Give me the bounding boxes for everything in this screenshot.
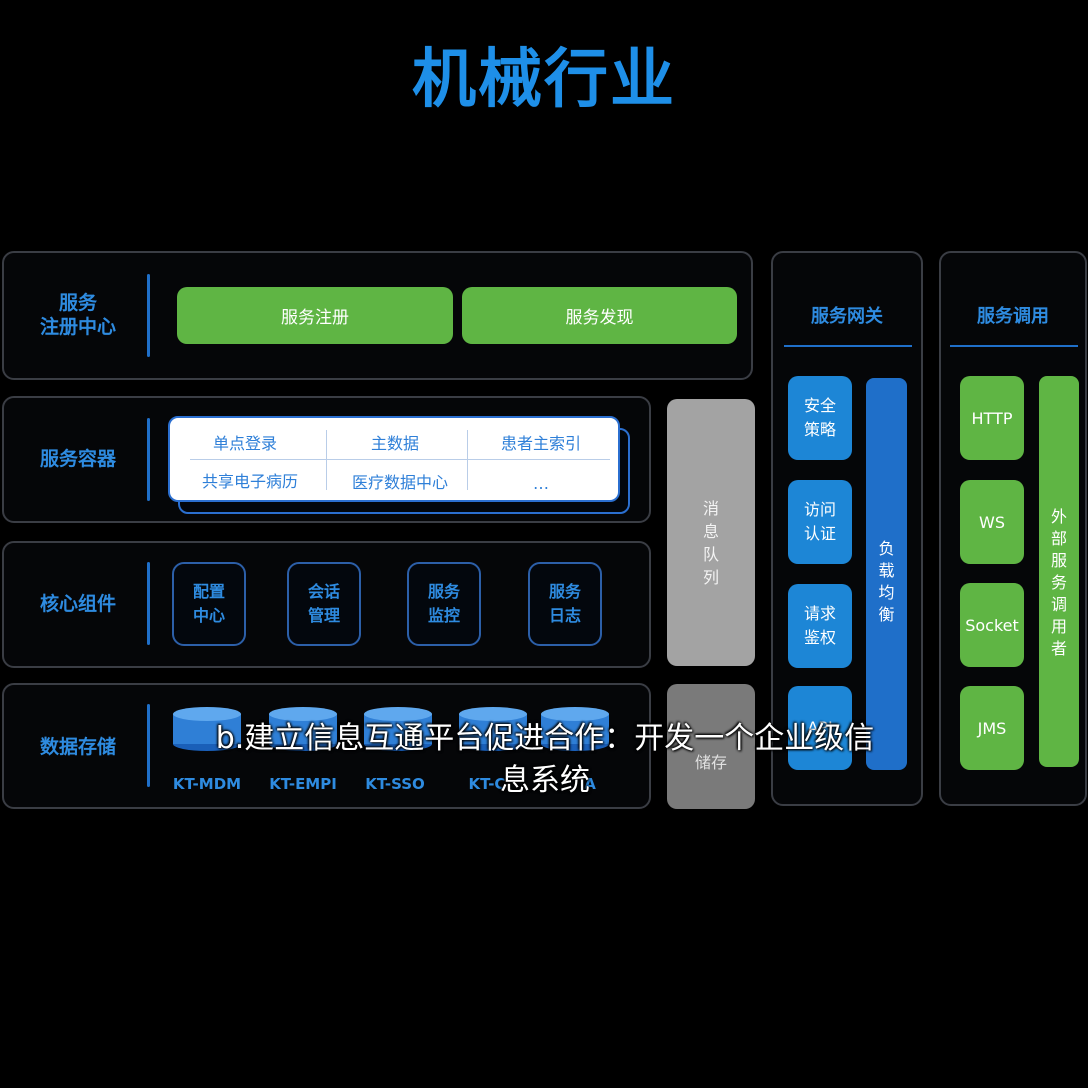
invoke-title-underline [950,345,1078,347]
database-icon [266,706,340,752]
subtitle-line2: 息系统 [500,763,590,798]
message-queue-label: 消息队列 [702,499,719,587]
cell-more: … [533,474,549,493]
storage-label: 数据存储 [39,736,116,758]
api-button[interactable]: API [788,686,852,770]
cell-shared-emr: 共享电子病历 [201,472,298,491]
card-divider-1 [326,430,327,490]
access-auth-button[interactable]: 访问认证 [788,480,852,564]
request-authz-button[interactable]: 请求鉴权 [788,584,852,668]
cell-patient-index: 患者主索引 [500,434,581,453]
database-icon [538,706,612,752]
container-label: 服务容器 [39,448,116,470]
access-auth-line2: 认证 [803,524,836,543]
db-label-empi: KT-EMPI [269,775,337,793]
container-card: 单点登录 主数据 患者主索引 共享电子病历 医疗数据中心 … [168,416,620,502]
page-title: 机械行业 [412,43,676,117]
request-authz-line2: 鉴权 [803,628,836,647]
cache-label: 储存 [694,752,727,772]
security-policy-button[interactable]: 安全策略 [788,376,852,460]
storage-divider [147,704,150,787]
session-management-line1: 会话 [307,582,340,601]
db-label-c: KT-C [468,775,506,793]
video-subtitle: b.建立信息互通平台促进合作：开发一个企业级信 息系统 [100,718,990,802]
db-label-a: A [584,775,596,793]
session-management-line2: 管理 [307,606,340,625]
http-button[interactable]: HTTP [960,376,1024,460]
service-monitor-box[interactable]: 服务监控 [407,562,481,646]
cache-box: 储存 [667,684,755,809]
registry-label: 服务 注册中心 [18,291,138,339]
core-divider [147,562,150,645]
container-divider [147,418,150,501]
load-balancer[interactable]: 负载均衡 [866,378,907,770]
security-policy-line2: 策略 [803,420,836,439]
card-divider-2 [467,430,468,490]
core-label: 核心组件 [39,593,116,615]
db-label-mdm: KT-MDM [172,775,242,793]
config-center-box[interactable]: 配置中心 [172,562,246,646]
ws-button[interactable]: WS [960,480,1024,564]
message-queue: 消息队列 [667,399,755,666]
gateway-title-underline [784,345,912,347]
registry-label-line1: 服务 [58,292,97,314]
card-divider-h [190,459,610,460]
config-center-line1: 配置 [192,582,225,601]
service-discovery-button[interactable]: 服务发现 [462,287,737,344]
service-log-line1: 服务 [548,582,581,601]
service-monitor-line1: 服务 [427,582,460,601]
service-monitor-line2: 监控 [427,606,460,625]
service-log-line2: 日志 [548,606,581,625]
registry-label-line2: 注册中心 [39,316,116,338]
database-icon [456,706,530,752]
request-authz-line1: 请求 [803,604,836,623]
service-log-box[interactable]: 服务日志 [528,562,602,646]
config-center-line2: 中心 [192,606,225,625]
db-label-sso: KT-SSO [365,775,425,793]
cell-sso: 单点登录 [212,434,277,453]
security-policy-line1: 安全 [803,396,836,415]
cell-medical-data-center: 医疗数据中心 [351,473,448,492]
invoke-title: 服务调用 [977,306,1049,327]
socket-button[interactable]: Socket [960,583,1024,667]
load-balancer-label: 负载均衡 [878,539,895,624]
registry-divider [147,274,150,357]
jms-button[interactable]: JMS [960,686,1024,770]
database-icon [170,706,244,752]
external-caller-label: 外部服务调用者 [1050,507,1067,658]
service-register-button[interactable]: 服务注册 [177,287,453,344]
subtitle-line1: b.建立信息互通平台促进合作：开发一个企业级信 [215,721,875,756]
cell-master-data: 主数据 [370,434,419,453]
session-management-box[interactable]: 会话管理 [287,562,361,646]
external-caller[interactable]: 外部服务调用者 [1039,376,1079,767]
gateway-title: 服务网关 [811,306,883,327]
access-auth-line1: 访问 [803,500,836,519]
api-line1: API [807,718,833,737]
database-icon [361,706,435,752]
